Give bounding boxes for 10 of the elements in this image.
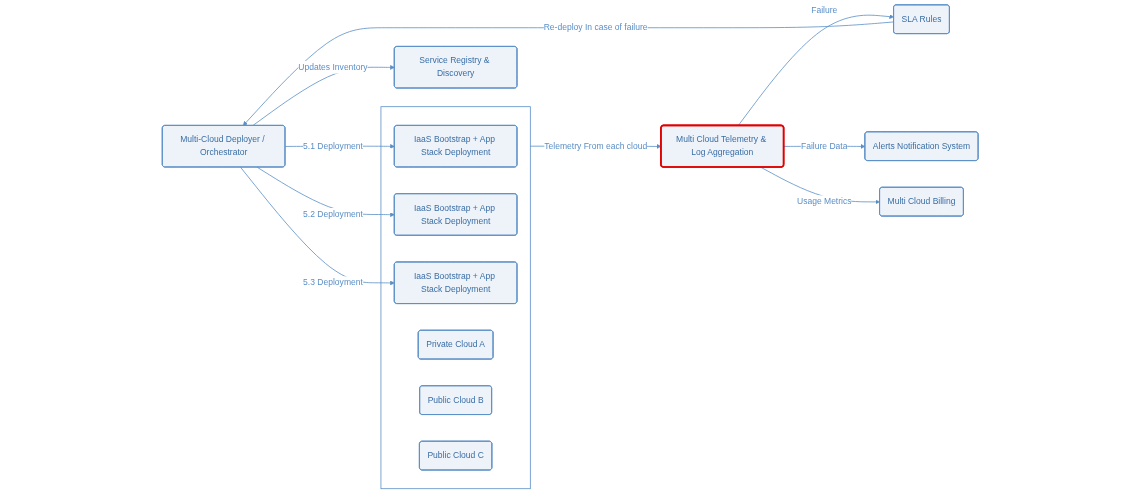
edge-label: Usage Metrics	[796, 196, 852, 206]
edge-label: Updates Inventory	[298, 62, 368, 72]
edge-label: Re-deploy In case of failure	[543, 22, 648, 33]
edge-label: Failure	[811, 5, 838, 15]
edge-label: 5.1 Deployment	[302, 141, 363, 151]
edge-label: Telemetry From each cloud	[544, 141, 648, 151]
cluster	[380, 106, 531, 490]
edge-label: 5.3 Deployment	[302, 277, 363, 288]
edge-label: 5.2 Deployment	[302, 209, 363, 219]
edge-label: Failure Data	[800, 141, 848, 151]
